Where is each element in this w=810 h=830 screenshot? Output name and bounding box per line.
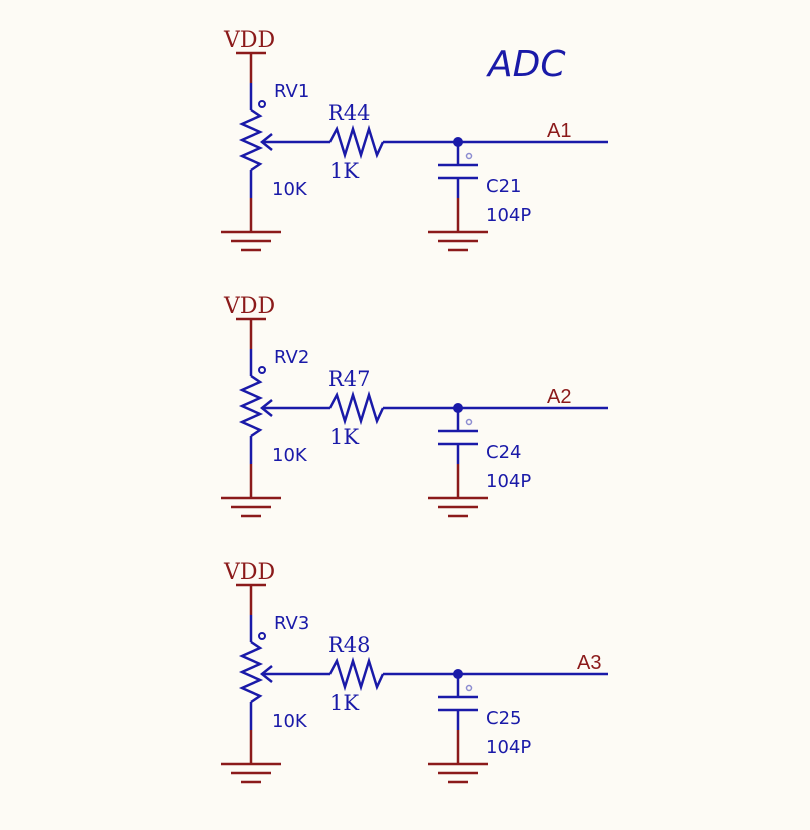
capacitor-ref-label: C21 <box>486 176 521 197</box>
pot-value-label: 10K <box>272 445 308 466</box>
pot-ref-label: RV2 <box>274 347 309 368</box>
vdd-label: VDD <box>223 560 275 585</box>
pot-value-label: 10K <box>272 179 308 200</box>
pot-ground-symbol <box>221 230 281 252</box>
cap-ground-symbol <box>428 496 488 518</box>
capacitor-value-label: 104P <box>486 471 531 492</box>
pot-ground-symbol <box>221 762 281 784</box>
potentiometer-body <box>238 374 264 438</box>
capacitor-value-label: 104P <box>486 205 531 226</box>
resistor-value-label: 1K <box>330 425 359 449</box>
resistor-ref-label: R47 <box>328 367 371 391</box>
vdd-label: VDD <box>223 294 275 319</box>
cap-pin1-marker <box>465 152 473 160</box>
net-label: A3 <box>577 652 601 674</box>
vdd-label: VDD <box>223 28 275 53</box>
resistor-value-label: 1K <box>330 691 359 715</box>
net-label: A2 <box>547 386 571 408</box>
potentiometer-body <box>238 640 264 704</box>
capacitor-value-label: 104P <box>486 737 531 758</box>
capacitor-ref-label: C24 <box>486 442 521 463</box>
cap-ground-symbol <box>428 762 488 784</box>
resistor-body <box>328 124 385 160</box>
potentiometer-body <box>238 108 264 172</box>
resistor-body <box>328 656 385 692</box>
pot-value-label: 10K <box>272 711 308 732</box>
resistor-ref-label: R48 <box>328 633 371 657</box>
pot-ref-label: RV1 <box>274 81 309 102</box>
capacitor-ref-label: C25 <box>486 708 521 729</box>
pot-pin1-marker <box>258 632 266 640</box>
resistor-value-label: 1K <box>330 159 359 183</box>
pot-ref-label: RV3 <box>274 613 309 634</box>
net-label: A1 <box>547 120 571 142</box>
cap-ground-symbol <box>428 230 488 252</box>
pot-ground-symbol <box>221 496 281 518</box>
pot-pin1-marker <box>258 366 266 374</box>
pot-pin1-marker <box>258 100 266 108</box>
cap-pin1-marker <box>465 418 473 426</box>
schematic-title: ADC <box>486 44 566 85</box>
resistor-ref-label: R44 <box>328 101 371 125</box>
cap-pin1-marker <box>465 684 473 692</box>
resistor-body <box>328 390 385 426</box>
